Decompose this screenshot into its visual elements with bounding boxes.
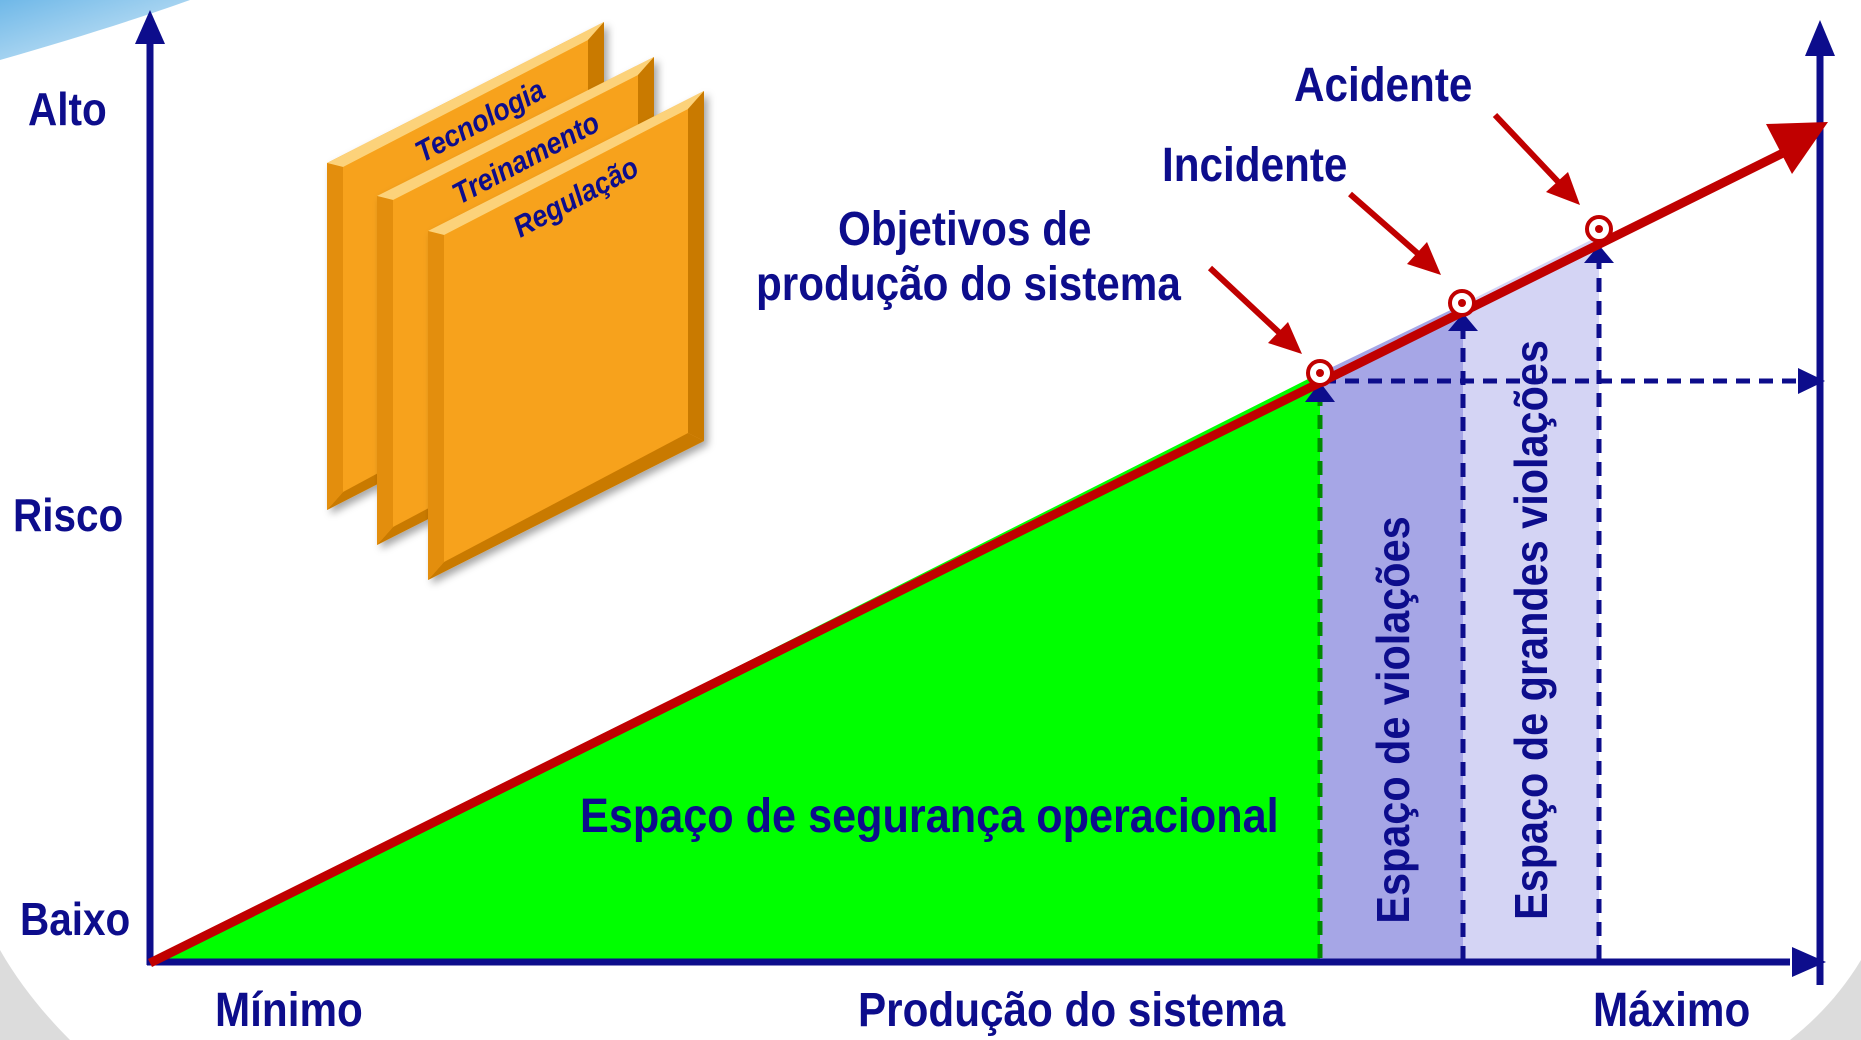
y-label-middle: Risco — [13, 489, 124, 541]
corner-swoosh-bottom-left — [0, 950, 70, 1040]
right-axis-arrowhead — [1805, 20, 1835, 56]
corner-swoosh-bottom-right — [1790, 960, 1861, 1040]
accident-pointer-arrow — [1492, 112, 1580, 205]
accident-point-marker — [1585, 215, 1613, 243]
objectives-label-line2: produção do sistema — [756, 258, 1181, 311]
violation-zone-label: Espaço de violações — [1367, 516, 1420, 924]
objectives-pointer-arrow — [1207, 265, 1302, 354]
accident-up-arrow — [1584, 245, 1614, 263]
x-label-min: Mínimo — [215, 984, 363, 1037]
y-label-low: Baixo — [20, 893, 131, 945]
panel-regulacao — [428, 91, 704, 580]
x-axis-arrowhead — [1792, 947, 1826, 977]
incident-up-arrow — [1448, 313, 1478, 331]
safety-zone-label: Espaço de segurança operacional — [580, 790, 1279, 843]
major-violation-zone-fill — [1463, 236, 1599, 963]
corner-swoosh-top-left — [0, 0, 190, 60]
incident-label: Incidente — [1162, 139, 1348, 192]
objectives-point-marker — [1306, 359, 1334, 387]
accident-label: Acidente — [1294, 59, 1473, 112]
horizontal-guide-arrowhead — [1798, 368, 1825, 394]
risk-line-arrowhead — [1766, 122, 1828, 174]
major-violation-zone-label: Espaço de grandes violações — [1505, 340, 1558, 920]
x-axis-title: Produção do sistema — [858, 984, 1286, 1037]
y-axis-arrowhead — [135, 10, 165, 44]
objectives-label-line1: Objetivos de — [838, 203, 1092, 256]
risk-production-line — [148, 147, 1787, 968]
objectives-up-arrow — [1305, 382, 1335, 402]
y-label-high: Alto — [28, 83, 107, 135]
violation-zone-fill — [1320, 304, 1463, 963]
incident-pointer-arrow — [1348, 191, 1441, 275]
incident-point-marker — [1448, 289, 1476, 317]
x-label-max: Máximo — [1593, 984, 1751, 1037]
